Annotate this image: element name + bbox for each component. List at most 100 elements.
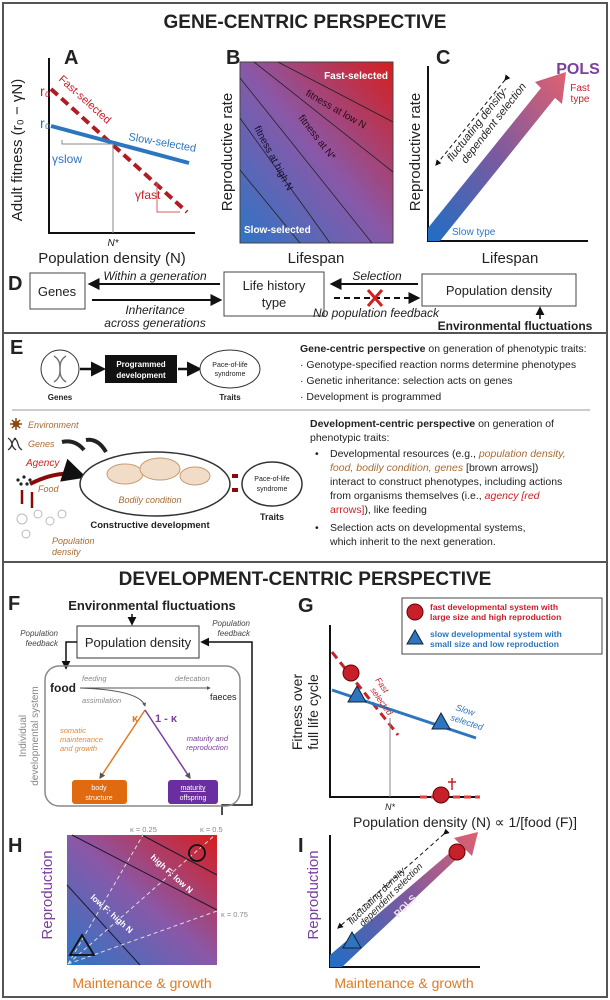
fast-system-marker — [448, 843, 466, 861]
inheritance-label: across generations — [104, 316, 205, 330]
nstar-label: N* — [385, 802, 395, 812]
maturity-label: maturity and — [187, 734, 229, 743]
genes-label: Genes — [48, 393, 73, 402]
population-feedback-label: feedback — [218, 629, 251, 638]
population-feedback-label: feedback — [26, 639, 59, 648]
panel-label: E — [10, 337, 23, 359]
panel-label: H — [8, 835, 22, 857]
somatic-label: somatic — [60, 726, 86, 735]
panel-b: B Reproductive rate Fast-selected fitnes… — [219, 47, 394, 267]
fitness-landscape — [239, 61, 394, 244]
feedback-arrow-left — [61, 641, 77, 670]
food-label: food — [50, 681, 76, 695]
x-axis-label: Maintenance & growth — [334, 975, 473, 991]
slow-system-marker — [68, 933, 96, 956]
population-density-box — [76, 625, 200, 659]
population-density-label: Population — [52, 536, 95, 546]
panel-label: D — [8, 273, 22, 295]
selection-label: Selection — [352, 269, 402, 283]
population-density-box — [421, 273, 577, 307]
life-history-label: Life history — [243, 278, 306, 293]
defecation-label: defecation — [175, 674, 210, 683]
no-feedback-x-icon — [366, 289, 384, 307]
panel-c: C Reproductive rate fluctuating density-… — [407, 47, 600, 267]
slow-selected-label: Slow-selected — [244, 225, 311, 236]
kappa-arrow — [99, 709, 146, 780]
legend-slow: slow developmental system with — [430, 629, 562, 639]
panel-label: B — [226, 47, 240, 69]
organism-icons — [106, 457, 211, 486]
pols-label: syndrome — [257, 486, 288, 493]
traits-label: Traits — [219, 393, 241, 402]
agency-arrow — [29, 458, 87, 486]
environment-label: Environment — [28, 420, 79, 430]
fast-system-marker — [188, 844, 206, 862]
programmed-development-box — [105, 355, 177, 383]
panel-g: G fast developmental system with large s… — [289, 595, 603, 830]
pols-ellipse — [199, 349, 261, 389]
fast-selected-label: Fast-selected — [324, 71, 388, 82]
pols-label: POLS — [556, 61, 600, 78]
body-structure-label: body — [91, 785, 107, 792]
food-icon — [16, 475, 32, 486]
feeding-label: feeding — [82, 674, 107, 683]
dev-bullet-1: from organisms themselves (i.e., agency … — [330, 490, 541, 502]
panel-i: I Reproduction fluctuating density- depe… — [298, 828, 480, 991]
axes — [48, 58, 195, 234]
panel-e: E Programmed development Pace-of-life sy… — [7, 337, 590, 557]
population-density-label: Population density — [85, 635, 192, 650]
somatic-label: maintenance — [60, 735, 103, 744]
x-axis-label: Lifespan — [482, 250, 539, 267]
y-axis-label: Reproduction — [39, 850, 56, 939]
fitness-isoclines — [239, 61, 394, 244]
body-structure-box — [72, 780, 127, 804]
genes-label: Genes — [28, 439, 55, 449]
y-axis-label: full life cycle — [305, 674, 321, 750]
gene-bullet: · Genotype-specified reaction norms dete… — [300, 359, 576, 371]
fast-type-label: type — [571, 94, 590, 105]
y-axis-label: Fitness over — [289, 674, 305, 751]
gene-centric-title: GENE-CENTRIC PERSPECTIVE — [164, 12, 447, 33]
environmental-fluctuations-label: Environmental fluctuations — [438, 319, 593, 333]
assimilation-arrow — [79, 687, 146, 707]
panel-h: H Reproduction κ = 0.25 κ = 0.5 κ = 0.75… — [8, 825, 248, 991]
isoclines — [66, 834, 218, 966]
cross-icon — [448, 778, 456, 790]
nstar-label: N* — [107, 238, 119, 249]
genes-label: Genes — [38, 284, 77, 299]
legend-fast: fast developmental system with — [430, 602, 558, 612]
assimilation-label: assimilation — [82, 696, 121, 705]
offspring-label: maturity — [181, 785, 206, 792]
fast-selected-line — [49, 87, 189, 214]
dev-bullet-1: interact to construct phenotypes, includ… — [330, 476, 562, 488]
dev-centric-heading: Development-centric perspective on gener… — [310, 418, 554, 430]
circle-marker-icon — [406, 603, 424, 621]
dev-centric-heading: phenotypic traits: — [310, 432, 389, 444]
sun-icon — [10, 418, 22, 430]
panel-label: I — [298, 835, 304, 857]
x-axis-label: Maintenance & growth — [72, 975, 211, 991]
y-axis-label: Reproductive rate — [219, 93, 236, 211]
gamma-slow: γslow — [52, 152, 82, 166]
traits-label: Traits — [260, 512, 284, 522]
gamma-fast-bracket — [156, 182, 180, 213]
body-structure-label: structure — [85, 795, 112, 802]
life-history-label: type — [262, 295, 287, 310]
panel-label: A — [64, 47, 78, 69]
within-generation-label: Within a generation — [103, 269, 207, 283]
dev-bullet-2: which inherit to the next generation. — [329, 536, 496, 548]
bullet: • — [315, 448, 319, 460]
slow-type-label: Slow type — [452, 227, 496, 238]
brown-arrows — [61, 437, 108, 454]
individual-system-label: developmental system — [30, 686, 41, 786]
axes — [329, 625, 480, 798]
x-axis-label: Population density (N) — [38, 250, 186, 267]
dna-icon — [53, 355, 67, 383]
dev-bullet-2: Selection acts on developmental systems, — [330, 522, 526, 534]
pols-label: Pace-of-life — [254, 476, 290, 483]
kappa-075-label: κ = 0.75 — [221, 910, 248, 919]
programmed-development-label: Programmed — [116, 360, 165, 369]
fast-system-marker-extinct — [432, 786, 450, 804]
y-axis-label: Reproductive rate — [407, 93, 424, 211]
dna-icon — [7, 437, 23, 451]
